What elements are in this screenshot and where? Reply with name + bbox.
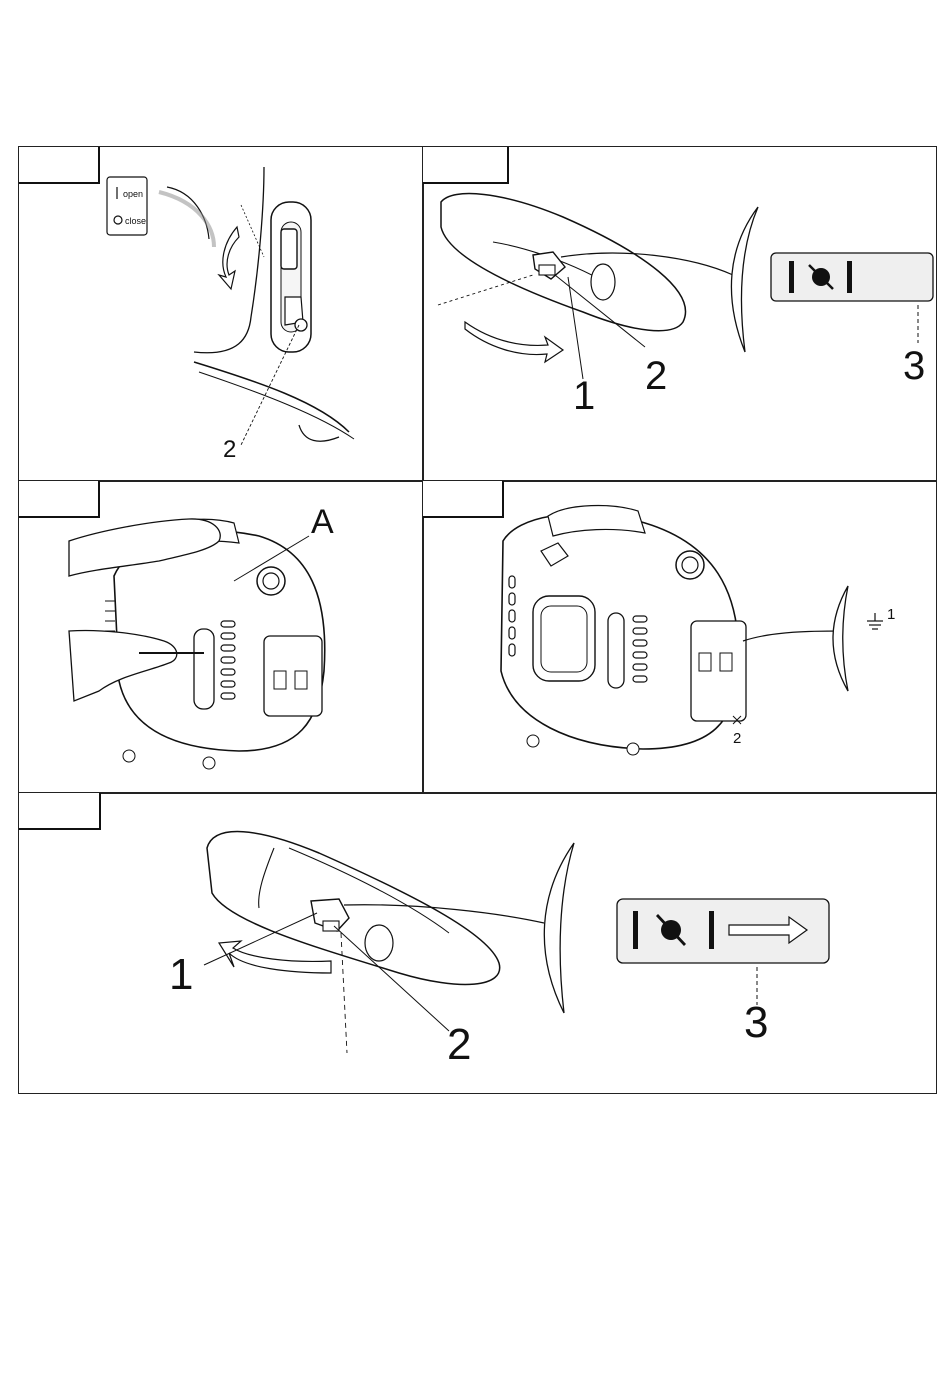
bubble-bracket <box>833 586 848 691</box>
callout-2: 2 <box>733 730 741 747</box>
vent-grille-right <box>221 621 235 699</box>
panel-engine-switch-off: 1 2 3 <box>19 793 937 1095</box>
rotate-arrow-icon <box>219 227 239 289</box>
callout-1: 1 <box>887 606 895 623</box>
vent-grille-left <box>105 601 115 631</box>
panel-fuel-vent: open close 2 <box>19 147 423 481</box>
callout-1: 1 <box>169 950 193 999</box>
panel-fuel-valve: A <box>19 481 423 793</box>
callout-A: A <box>311 503 334 541</box>
ground-symbol-icon <box>867 613 883 629</box>
fuel-valve-illustration: A <box>19 481 423 793</box>
ground-wire <box>743 631 843 641</box>
legend-close-text: close <box>125 216 146 226</box>
legend-open-text: open <box>123 189 143 199</box>
engine-switch-off-illustration: 1 2 3 <box>19 793 937 1095</box>
vent-lever <box>281 229 297 269</box>
callout-2: 2 <box>645 354 667 398</box>
instruction-figure-grid: open close 2 <box>18 146 937 1094</box>
callout-2: 2 <box>223 436 236 463</box>
control-panel <box>264 636 322 716</box>
grounding-illustration: 1 2 <box>423 481 937 793</box>
rotate-arrow-icon <box>465 322 563 362</box>
callout-2: 2 <box>447 1020 471 1069</box>
vent-legend-box <box>107 177 147 235</box>
bubble-bracket <box>731 207 758 352</box>
vent-grille-left <box>509 576 515 656</box>
engine-switch-illustration: 1 2 3 <box>423 147 937 481</box>
panel-engine-switch: 1 2 3 <box>423 147 937 481</box>
callout-3: 3 <box>744 998 768 1047</box>
bubble-bracket <box>544 843 574 1013</box>
callout-1: 1 <box>573 374 595 418</box>
callout-3: 3 <box>903 344 925 388</box>
fuel-vent-illustration: open close 2 <box>19 147 423 481</box>
panel-grounding: 1 2 <box>423 481 937 793</box>
